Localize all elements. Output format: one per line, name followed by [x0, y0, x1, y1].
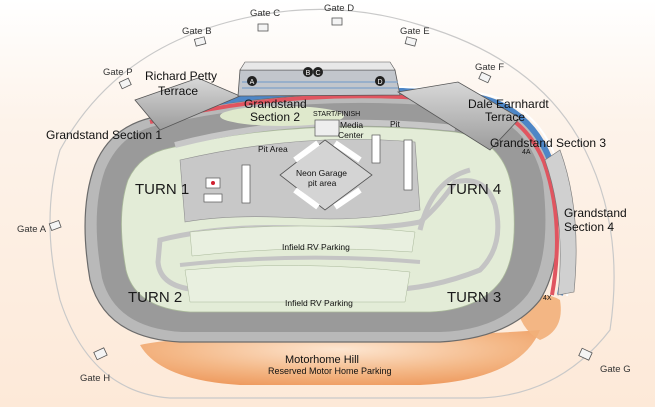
garage-building-2 — [403, 139, 413, 191]
gate-c-label: Gate C — [250, 8, 280, 19]
gate-d-icon[interactable] — [331, 17, 343, 26]
grandstand-section-1-label: Grandstand Section 1 — [46, 128, 162, 142]
neon-garage-label-2: pit area — [308, 178, 337, 188]
garage-building-1 — [241, 164, 251, 204]
grandstand-section-2-label-2: Section 2 — [250, 110, 300, 124]
grandstand-section-4-label-2: Section 4 — [564, 220, 614, 234]
gate-h-icon[interactable] — [93, 347, 108, 361]
gate-a-label: Gate A — [17, 224, 47, 235]
infield-rv-parking-label-1: Infield RV Parking — [282, 242, 350, 252]
section-marker-c[interactable]: C — [313, 67, 323, 77]
rv-parking-area-2[interactable] — [184, 265, 411, 303]
svg-text:A: A — [250, 79, 255, 86]
gate-b-icon[interactable] — [193, 36, 207, 47]
neon-garage[interactable] — [279, 139, 373, 211]
gate-d-label: Gate D — [324, 3, 354, 14]
gate-e-icon[interactable] — [404, 36, 418, 47]
gate-a-icon[interactable] — [48, 219, 62, 231]
section-marker-4x: 4X — [543, 295, 552, 302]
gate-h-label: Gate H — [80, 373, 110, 384]
gate-g-label: Gate G — [600, 364, 631, 375]
media-center-label-2: Center — [338, 130, 364, 140]
grandstand-section-4-stands[interactable] — [544, 149, 577, 296]
grandstand-section-3-label: Grandstand Section 3 — [490, 136, 606, 150]
neon-garage-label: Neon Garage — [296, 168, 347, 178]
motorhome-hill-label: Motorhome Hill — [285, 354, 359, 366]
infield-building-small — [203, 193, 223, 203]
gate-p-label: Gate P — [103, 67, 133, 78]
dale-earnhardt-terrace-label-2: Terrace — [485, 110, 525, 124]
reserved-motor-home-parking-label: Reserved Motor Home Parking — [268, 366, 392, 376]
turn-3-label: TURN 3 — [447, 289, 501, 306]
svg-text:C: C — [315, 70, 320, 77]
gate-g-icon[interactable] — [578, 347, 593, 361]
gate-e-label: Gate E — [400, 26, 430, 37]
gate-f-icon[interactable] — [478, 71, 492, 84]
grandstand-section-4-label: Grandstand — [564, 206, 627, 220]
turn-1-label: TURN 1 — [135, 181, 189, 198]
grandstand-section-2-label: Grandstand — [244, 97, 307, 111]
motorhome-hill[interactable] — [140, 330, 540, 385]
section-marker-a[interactable]: A — [247, 76, 257, 86]
section-marker-4a: 4A — [522, 149, 531, 156]
garage-building-3 — [371, 134, 381, 164]
section-marker-b[interactable]: B — [303, 67, 313, 77]
infield-road-2 — [179, 255, 421, 267]
turn-4-label: TURN 4 — [447, 181, 501, 198]
media-center-building[interactable] — [314, 119, 340, 137]
gate-f-label: Gate F — [475, 62, 504, 73]
richard-petty-terrace-label-2: Terrace — [158, 84, 198, 98]
pit-area-label: Pit Area — [258, 144, 288, 154]
care-center-marker — [211, 181, 215, 185]
infield-rv-parking-label-2: Infield RV Parking — [285, 298, 353, 308]
gate-c-icon[interactable] — [257, 23, 269, 32]
dale-earnhardt-terrace-label: Dale Earnhardt — [468, 97, 549, 111]
infield-road-3 — [417, 167, 471, 231]
svg-text:D: D — [377, 79, 382, 86]
richard-petty-terrace-label: Richard Petty — [145, 69, 217, 83]
gate-p-icon[interactable] — [118, 77, 132, 90]
gate-b-label: Gate B — [182, 26, 212, 37]
dale-earnhardt-terrace[interactable] — [396, 81, 521, 151]
section-marker-d[interactable]: D — [375, 76, 385, 86]
rv-parking-area-1[interactable] — [189, 225, 416, 257]
property-boundary — [49, 8, 615, 399]
main-grandstand[interactable] — [237, 61, 401, 97]
grandstand-2-lawn — [220, 106, 344, 126]
pit-label: Pit — [390, 119, 401, 129]
svg-text:B: B — [306, 70, 311, 77]
start-finish-label: START/FINISH — [313, 111, 360, 118]
media-center-label: Media — [340, 120, 363, 130]
turn-2-label: TURN 2 — [128, 289, 182, 306]
